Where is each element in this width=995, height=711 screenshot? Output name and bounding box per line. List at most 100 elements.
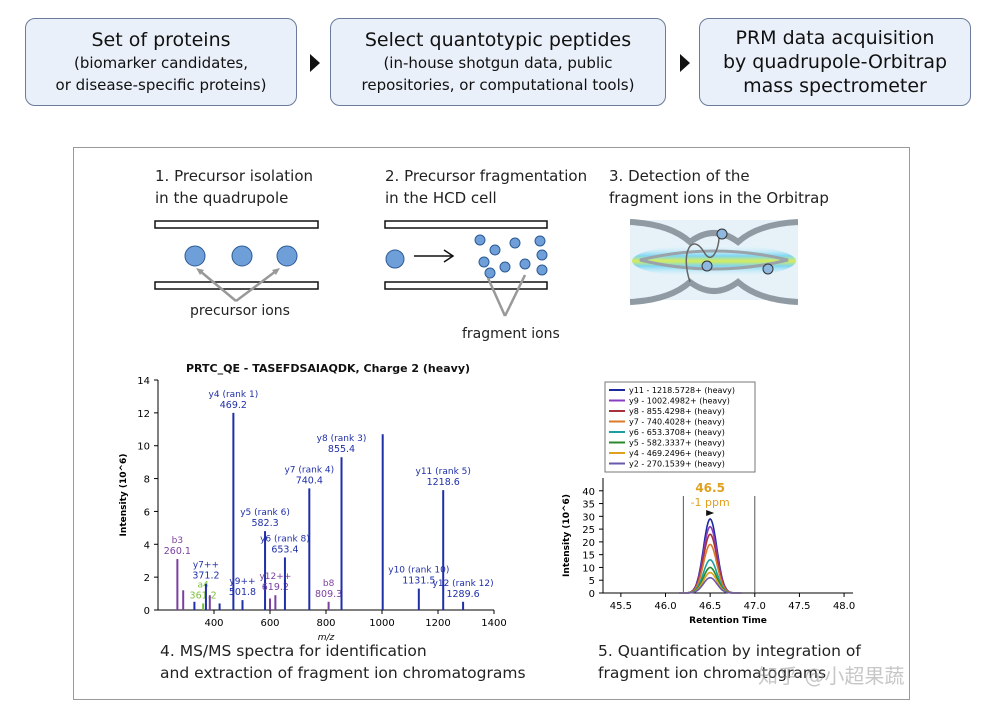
y-tick-label: 25 [582,525,595,536]
y-tick-label: 15 [582,551,595,562]
y-axis-label: Intensity (10^6) [562,494,572,577]
step1-line2: in the quadrupole [155,189,289,207]
x-tick-label: 48.0 [833,601,855,612]
peak-rt-label: 46.5 [695,481,725,495]
peak-mz-label: 653.4 [271,544,298,555]
chromatogram-series [678,571,742,594]
legend-entry: y2 - 270.1539+ (heavy) [629,460,725,469]
peak-label: y6 (rank 8) [260,534,310,544]
flow-subtitle: (in-house shotgun data, public [383,54,613,72]
step4-line2: and extraction of fragment ion chromatog… [160,664,526,682]
step5-line1: 5. Quantification by integration of [598,642,861,660]
y-tick-label: 6 [144,507,150,518]
quadrupole-diagram [154,220,319,302]
y-tick-label: 12 [137,409,150,420]
peak-label: y11 (rank 5) [416,467,471,477]
step3-label: 3. Detection of the fragment ions in the… [609,165,829,209]
x-tick-label: 1200 [425,618,450,629]
peak-label: b8 [323,579,335,589]
precursor-ion-icon [276,245,298,267]
step4-line1: 4. MS/MS spectra for identification [160,642,427,660]
peak-mz-label: 361.2 [190,590,217,601]
y-tick-label: 8 [144,475,150,486]
peak-mz-label: 740.4 [296,475,323,486]
flow-line: mass spectrometer [743,75,927,97]
chromatogram-series [678,558,742,594]
y-tick-label: 0 [144,606,150,617]
chromatogram-series [678,576,742,594]
peak-label: y7 (rank 4) [284,465,334,475]
orbitrap-outer-electrode-top [630,219,798,246]
watermark: 知乎 @小超果蔬 [758,664,905,688]
y-tick-label: 2 [144,573,150,584]
y-axis-label: Intensity (10^6) [119,454,129,537]
step5-caption: 5. Quantification by integration of frag… [598,640,861,684]
peak-label: y9++ [229,577,255,587]
fragment-ions-label: fragment ions [462,326,560,342]
pointer-arrows-icon [486,274,527,317]
peak-mz-label: 501.8 [229,587,256,598]
pointer-arrows-icon [199,270,277,302]
orbitrap-diagram [630,219,798,305]
peak-mz-label: 855.4 [328,444,355,455]
quadrupole-rod-top [154,220,319,229]
legend-entry: y11 - 1218.5728+ (heavy) [629,386,735,395]
flow-title: Set of proteins [91,29,231,51]
legend-entry: y7 - 740.4028+ (heavy) [629,418,725,427]
precursor-ion-icon [385,249,405,269]
peak-mz-label: 1289.6 [446,589,479,600]
flow-box-proteins: Set of proteins (biomarker candidates, o… [25,18,297,106]
fragment-ion-icon [701,260,713,272]
x-tick-label: 1400 [481,618,506,629]
chromatogram-legend [604,381,756,473]
flow-title: Select quantotypic peptides [364,29,632,51]
chromatogram-series [678,566,742,594]
legend-entry: y4 - 469.2496+ (heavy) [629,449,725,458]
x-tick-label: 45.5 [610,601,632,612]
peak-label: b3 [172,536,183,546]
y-tick-label: 35 [582,500,595,511]
hcd-rod-top [384,220,548,229]
legend-entry: y5 - 582.3337+ (heavy) [629,439,725,448]
fragment-ions-icon [474,234,548,279]
flow-subtitle: repositories, or computational tools) [361,76,635,94]
y-tick-label: 40 [582,487,595,498]
y-tick-label: 14 [137,376,150,387]
peak-label: y12 (rank 12) [433,579,494,589]
chromatogram-chart: y11 - 1218.5728+ (heavy)y9 - 1002.4982+ … [562,381,855,626]
step2-label: 2. Precursor fragmentation in the HCD ce… [385,165,587,209]
peak-mz-label: 619.2 [262,582,289,593]
flow-line: by quadrupole-Orbitrap [722,51,948,73]
peak-label: y4 (rank 1) [209,390,259,400]
x-tick-label: 46.5 [699,601,721,612]
step3-line1: 3. Detection of the [609,167,750,185]
x-tick-label: 400 [204,618,223,629]
chromatogram-series [678,517,742,594]
peak-label: y10 (rank 10) [388,566,449,576]
flow-box-peptides: Select quantotypic peptides (in-house sh… [330,18,666,106]
flow-box-prm: PRM data acquisition by quadrupole-Orbit… [699,18,971,106]
peak-mz-label: 371.2 [192,571,219,582]
peak-mz-label: 469.2 [220,400,247,411]
x-tick-label: 600 [260,618,279,629]
apex-marker-icon [706,510,715,516]
step3-line2: fragment ions in the Orbitrap [609,189,829,207]
flow-arrow-icon [310,54,320,72]
x-axis-label: m/z [318,633,335,643]
peak-ppm-label: -1 ppm [691,496,730,509]
x-axis-label: Retention Time [689,616,767,626]
y-tick-label: 10 [582,563,595,574]
orbitrap-central-electrode [639,249,789,271]
peak-mz-label: 1218.6 [427,477,460,488]
quadrupole-rod-bottom [154,281,319,290]
orbitrap-outer-electrode-bottom [630,278,798,305]
peak-label: y7++ [193,561,219,571]
x-tick-label: 1000 [369,618,394,629]
step4-caption: 4. MS/MS spectra for identification and … [160,640,526,684]
step2-line1: 2. Precursor fragmentation [385,167,588,185]
peak-label: y12++ [259,572,291,582]
peak-mz-label: 260.1 [164,546,191,557]
step5-line2: fragment ion chromatograms [598,664,827,682]
x-tick-label: 47.5 [788,601,810,612]
